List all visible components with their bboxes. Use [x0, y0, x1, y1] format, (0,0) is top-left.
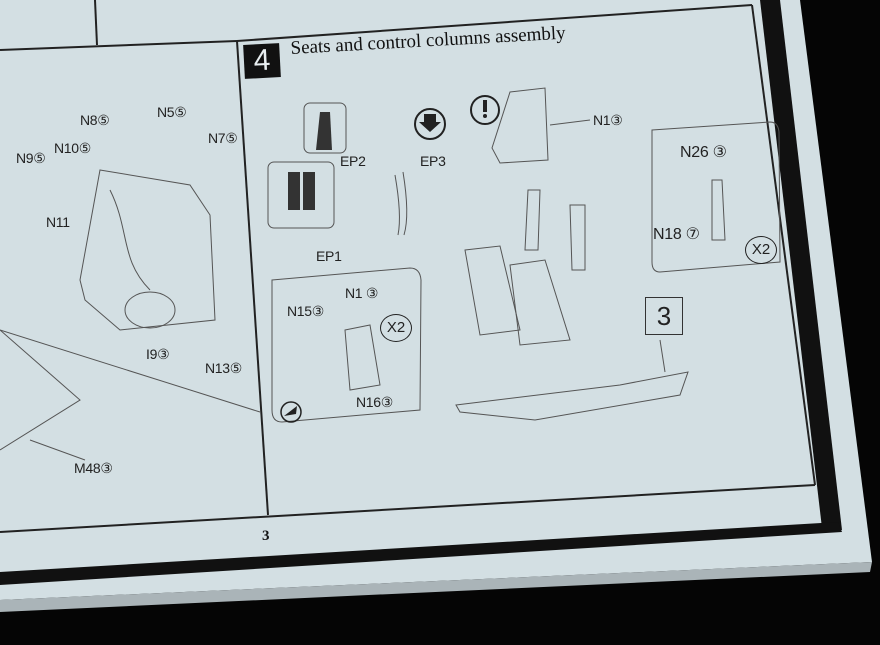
border-bottom [0, 522, 842, 585]
part-label: N5⑤ [157, 104, 187, 120]
quantity-x2-badge: X2 [380, 314, 412, 342]
part-label-n15: N15③ [287, 303, 325, 319]
flip-arrow-icon [414, 108, 446, 140]
part-label: N11 [46, 214, 70, 230]
part-label-ep1: EP1 [316, 248, 342, 264]
part-label: N13⑤ [205, 360, 243, 376]
part-label: M48③ [74, 460, 113, 476]
part-label-n16: N16③ [356, 394, 394, 410]
quantity-x2-badge: X2 [745, 236, 777, 264]
cut-icon [280, 401, 302, 423]
attention-icon [470, 95, 500, 125]
page-number: 3 [262, 528, 270, 544]
step-reference-box: 3 [645, 297, 683, 335]
step-number: 4 [243, 43, 281, 79]
part-label: N9⑤ [16, 150, 46, 166]
part-label-n1-inset: N1 ③ [345, 285, 379, 301]
part-label: N8⑤ [80, 112, 110, 128]
part-label-n1: N1③ [593, 112, 623, 128]
part-label: N10⑤ [54, 140, 92, 156]
part-label: I9③ [146, 346, 170, 362]
part-label: N7⑤ [208, 130, 238, 146]
part-label-ep3: EP3 [420, 153, 446, 169]
part-label-n18: N18 ⑦ [653, 226, 700, 243]
border-right [760, 0, 842, 530]
part-label-ep2: EP2 [340, 153, 366, 169]
part-label-n26: N26 ③ [680, 144, 727, 161]
